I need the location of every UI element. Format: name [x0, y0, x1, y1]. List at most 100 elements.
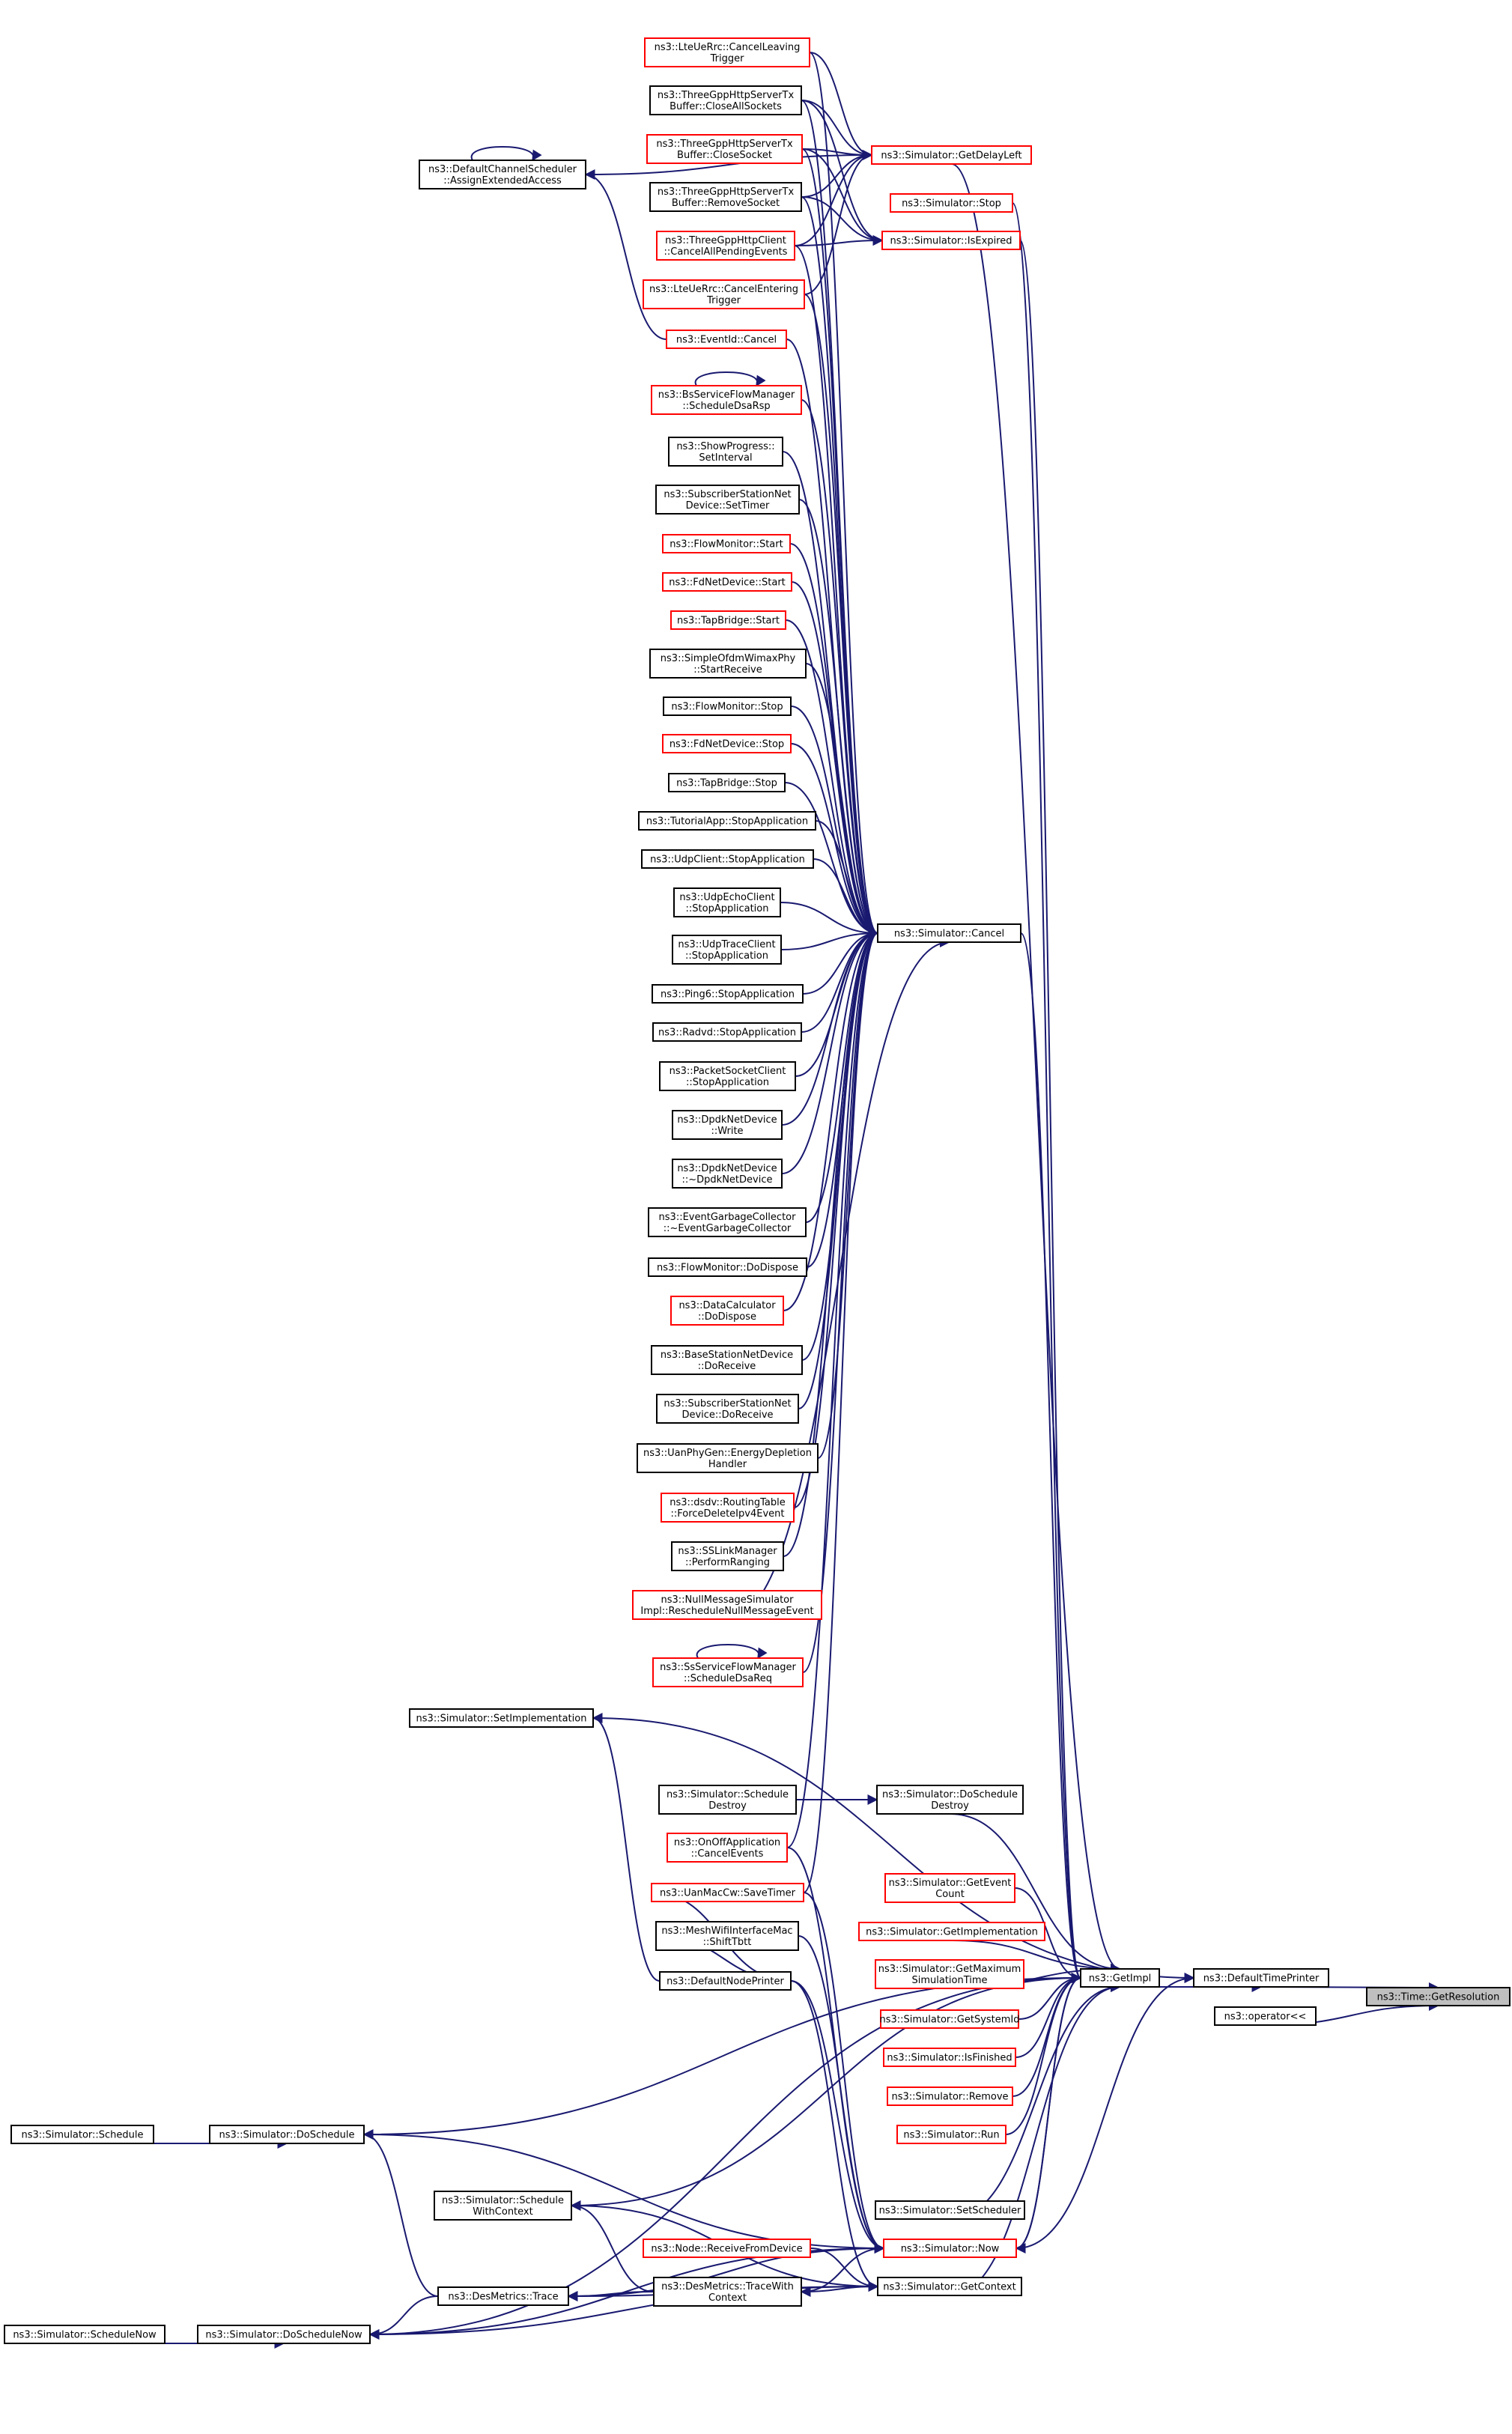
node-srun[interactable]: ns3::Simulator::Run	[896, 2125, 1007, 2144]
edge-scan-to-gi	[1020, 932, 1082, 1983]
node-nms[interactable]: ns3::NullMessageSimulatorImpl::Reschedul…	[632, 1590, 822, 1620]
node-tcape[interactable]: ns3::ThreeGppHttpClient::CancelAllPendin…	[656, 231, 795, 261]
edge-dnp-to-snow	[790, 1980, 885, 2254]
node-fmdd[interactable]: ns3::FlowMonitor::DoDispose	[648, 1257, 807, 1277]
node-sps[interactable]: ns3::ShowProgress::SetInterval	[668, 437, 783, 467]
node-dsch[interactable]: ns3::Simulator::DoSchedule	[209, 2125, 365, 2144]
node-ssn[interactable]: ns3::SubscriberStationNetDevice::SetTime…	[655, 485, 800, 515]
node-gi[interactable]: ns3::GetImpl	[1080, 1968, 1160, 1988]
node-label: ns3::SubscriberStationNet	[664, 1398, 791, 1409]
node-ssnow[interactable]: ns3::Simulator::ScheduleNow	[4, 2325, 166, 2344]
node-dsnow[interactable]: ns3::Simulator::DoScheduleNow	[197, 2325, 371, 2344]
node-ssi[interactable]: ns3::Simulator::SetImplementation	[409, 1708, 594, 1728]
node-ooa[interactable]: ns3::OnOffApplication::CancelEvents	[667, 1833, 788, 1863]
node-sstop[interactable]: ns3::Simulator::Stop	[890, 193, 1013, 213]
node-sched[interactable]: ns3::Simulator::Schedule	[10, 2125, 154, 2144]
node-dnw[interactable]: ns3::DpdkNetDevice::Write	[672, 1110, 783, 1140]
node-iex[interactable]: ns3::Simulator::IsExpired	[881, 231, 1021, 250]
node-umc[interactable]: ns3::UanMacCw::SaveTimer	[651, 1883, 804, 1902]
node-dnd[interactable]: ns3::DpdkNetDevice::~DpdkNetDevice	[672, 1159, 783, 1189]
node-box	[4, 2325, 166, 2344]
node-gdl[interactable]: ns3::Simulator::GetDelayLeft	[871, 145, 1032, 165]
edge-trs-to-iex	[801, 196, 884, 246]
node-dcdd[interactable]: ns3::DataCalculator::DoDispose	[670, 1296, 784, 1326]
node-ssnd[interactable]: ns3::SubscriberStationNetDevice::DoRecei…	[656, 1394, 799, 1424]
node-utc[interactable]: ns3::UdpTraceClient::StopApplication	[672, 935, 782, 965]
node-p6[interactable]: ns3::Ping6::StopApplication	[652, 984, 804, 1004]
node-dtp[interactable]: ns3::DefaultTimePrinter	[1193, 1968, 1329, 1988]
node-label: Device::DoReceive	[681, 1409, 773, 1421]
node-dnp[interactable]: ns3::DefaultNodePrinter	[659, 1971, 792, 1991]
node-label: Trigger	[706, 295, 741, 306]
node-label: ns3::Simulator::GetMaximum	[878, 1964, 1021, 1975]
node-snow[interactable]: ns3::Simulator::Now	[883, 2239, 1017, 2258]
node-label: ns3::FdNetDevice::Stop	[670, 739, 784, 750]
node-sgsid[interactable]: ns3::Simulator::GetSystemId	[879, 2009, 1020, 2029]
edge-tcas-to-gdl	[801, 100, 873, 160]
node-label: ::CancelAllPendingEvents	[664, 246, 788, 258]
node-label: ::StopApplication	[685, 950, 768, 962]
node-box	[209, 2125, 365, 2144]
node-bsnd[interactable]: ns3::BaseStationNetDevice::DoReceive	[651, 1345, 803, 1375]
node-gr[interactable]: ns3::Time::GetResolution	[1366, 1987, 1511, 2006]
node-ssch[interactable]: ns3::Simulator::SetScheduler	[875, 2200, 1025, 2220]
node-label: ns3::Simulator::Run	[903, 2130, 999, 2141]
node-srem[interactable]: ns3::Simulator::Remove	[887, 2086, 1013, 2106]
node-fms[interactable]: ns3::FlowMonitor::Start	[662, 534, 791, 553]
node-tut[interactable]: ns3::TutorialApp::StopApplication	[638, 811, 816, 831]
edge-tcape-to-iex	[794, 235, 884, 246]
node-tbs[interactable]: ns3::TapBridge::Start	[670, 610, 786, 630]
edge-dnp-to-ssi	[592, 1713, 661, 1982]
node-udpc[interactable]: ns3::UdpClient::StopApplication	[641, 849, 814, 869]
node-box	[648, 1207, 807, 1237]
node-label: ns3::Simulator::Stop	[902, 198, 1001, 210]
node-sgctx[interactable]: ns3::Simulator::GetContext	[877, 2277, 1022, 2296]
node-bsf[interactable]: ns3::BsServiceFlowManager::ScheduleDsaRs…	[651, 385, 802, 415]
node-label: ::StopApplication	[686, 903, 769, 914]
node-eic[interactable]: ns3::EventId::Cancel	[666, 330, 787, 349]
node-label: ns3::UdpEchoClient	[679, 892, 774, 903]
node-fmstop[interactable]: ns3::FlowMonitor::Stop	[663, 696, 792, 716]
node-dmtr[interactable]: ns3::DesMetrics::Trace	[437, 2286, 569, 2306]
node-sisf[interactable]: ns3::Simulator::IsFinished	[883, 2048, 1016, 2067]
node-rad[interactable]: ns3::Radvd::StopApplication	[652, 1022, 802, 1042]
node-box	[883, 2239, 1017, 2258]
node-mwi[interactable]: ns3::MeshWifiInterfaceMac::ShiftTbtt	[655, 1921, 799, 1951]
node-box	[1214, 2006, 1317, 2026]
node-fdstop[interactable]: ns3::FdNetDevice::Stop	[662, 734, 792, 753]
node-nrfd[interactable]: ns3::Node::ReceiveFromDevice	[643, 2239, 811, 2258]
node-box	[672, 935, 782, 965]
node-box	[649, 85, 802, 115]
node-label: Impl::RescheduleNullMessageEvent	[640, 1606, 813, 1617]
node-uec[interactable]: ns3::UdpEchoClient::StopApplication	[673, 887, 781, 917]
node-trs[interactable]: ns3::ThreeGppHttpServerTxBuffer::RemoveS…	[649, 182, 802, 212]
node-egc[interactable]: ns3::EventGarbageCollector::~EventGarbag…	[648, 1207, 807, 1237]
edge-bsf-to-scan	[801, 399, 879, 938]
node-tcs[interactable]: ns3::ThreeGppHttpServerTxBuffer::CloseSo…	[646, 134, 803, 164]
node-scan[interactable]: ns3::Simulator::Cancel	[877, 923, 1021, 943]
node-tbstop[interactable]: ns3::TapBridge::Stop	[668, 773, 786, 792]
node-fds[interactable]: ns3::FdNetDevice::Start	[662, 572, 792, 592]
node-oplt[interactable]: ns3::operator<<	[1214, 2006, 1317, 2026]
node-tcas[interactable]: ns3::ThreeGppHttpServerTxBuffer::CloseAl…	[649, 85, 802, 115]
node-ssf[interactable]: ns3::SsServiceFlowManager::ScheduleDsaRe…	[652, 1657, 804, 1687]
node-dsdv[interactable]: ns3::dsdv::RoutingTable::ForceDeleteIpv4…	[661, 1493, 795, 1523]
node-dcs[interactable]: ns3::DefaultChannelScheduler::AssignExte…	[419, 160, 586, 189]
node-label: ns3::UdpClient::StopApplication	[650, 855, 805, 866]
node-sslm[interactable]: ns3::SSLinkManager::PerformRanging	[671, 1541, 784, 1571]
node-sow[interactable]: ns3::SimpleOfdmWimaxPhy::StartReceive	[649, 649, 807, 679]
node-label: ns3::Simulator::Schedule	[667, 1789, 789, 1800]
node-box	[652, 1657, 804, 1687]
node-sgimp[interactable]: ns3::Simulator::GetImplementation	[858, 1922, 1045, 1941]
node-label: ns3::Ping6::StopApplication	[661, 989, 795, 1001]
node-psc[interactable]: ns3::PacketSocketClient::StopApplication	[659, 1061, 796, 1091]
